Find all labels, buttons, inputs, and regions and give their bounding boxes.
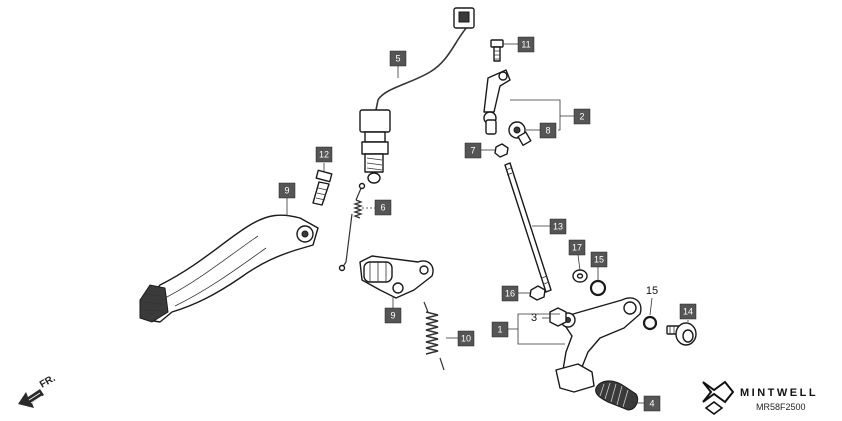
callout-label: 11 (521, 40, 530, 50)
callout-8: 8 (526, 122, 557, 139)
link-nut-3 (549, 307, 567, 327)
callout-1: 1 (491, 313, 565, 345)
callout-label: 4 (649, 399, 654, 409)
callout-label: 3 (531, 312, 537, 324)
brake-switch (359, 7, 475, 184)
bolt-11 (490, 39, 504, 62)
callout-5: 5 (389, 50, 407, 78)
callout-label: 9 (284, 186, 289, 196)
callout-label: 7 (470, 146, 475, 156)
o-ring-15 (589, 279, 607, 297)
callout-6: 6 (362, 199, 392, 216)
callout-label: 13 (553, 222, 563, 232)
bolt-12 (312, 169, 333, 206)
callout-label: 15 (594, 255, 604, 265)
brand-name: MINTWELL (740, 387, 818, 399)
shift-rod-13 (504, 162, 552, 293)
brand-mark-icon (702, 380, 735, 404)
brake-pedal (139, 214, 319, 323)
front-label: FR. (38, 373, 58, 391)
callout-label: 5 (395, 54, 400, 64)
rod-end-8 (508, 121, 532, 147)
washer-17 (572, 269, 588, 283)
shift-rubber-4 (595, 380, 639, 411)
callout-label: 16 (505, 289, 515, 299)
callout-17: 17 (568, 239, 586, 271)
callout-label: 6 (380, 203, 385, 213)
callout-label: 8 (545, 126, 550, 136)
callout-2: 2 (510, 99, 591, 131)
callout-15b: 15 (646, 285, 658, 316)
nut-7 (494, 143, 509, 158)
callout-4: 4 (632, 395, 661, 412)
callout-9: 9 (384, 296, 402, 324)
callout-14: 14 (679, 303, 697, 322)
nut-16 (529, 285, 546, 301)
diagram-code: MR58F2500 (756, 402, 806, 412)
callout-13: 13 (532, 218, 567, 235)
gearshift-pedal (555, 297, 642, 393)
callout-label: 2 (579, 112, 584, 122)
spring-10 (423, 301, 445, 371)
callout-15: 15 (590, 251, 608, 281)
pivot-arm-9 (359, 255, 434, 299)
brand-logo: MINTWELL (702, 380, 818, 415)
callout-11: 11 (503, 36, 535, 53)
callout-label: 1 (497, 325, 502, 335)
callout-16: 16 (501, 285, 530, 302)
callout-9-brake: 9 (278, 182, 296, 216)
callout-label: 15 (646, 285, 658, 297)
callout-label: 10 (461, 334, 471, 344)
callout-label: 14 (683, 307, 693, 317)
callout-label: 9 (390, 311, 395, 321)
callout-10: 10 (446, 330, 475, 347)
callout-3: 3 (531, 312, 550, 324)
callout-label: 17 (572, 243, 582, 253)
spring-6 (338, 182, 366, 272)
o-ring-15b (642, 315, 658, 331)
callout-label: 12 (319, 150, 329, 160)
front-direction-arrow: FR. (18, 373, 58, 408)
shift-arm (483, 69, 511, 135)
callout-7: 7 (464, 142, 495, 159)
pivot-bolt-14 (666, 322, 697, 346)
callout-12: 12 (315, 146, 333, 172)
